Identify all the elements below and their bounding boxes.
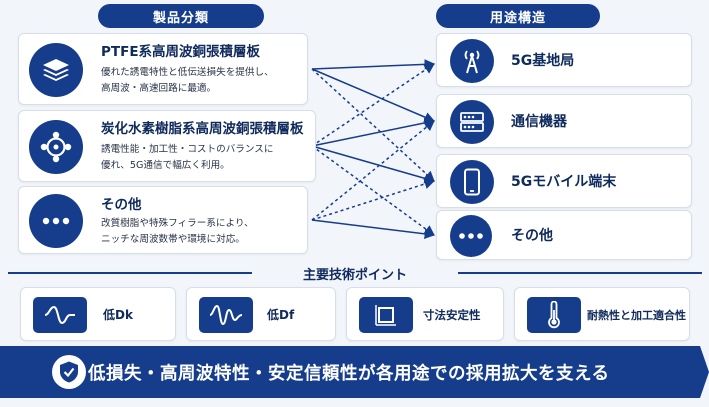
more-icon [29,194,83,248]
product-card-ptfe: PTFE系高周波銅張積層板 優れた誘電特性と低伝送損失を提供し、 高周波・高速回… [18,33,308,105]
key-point-label: 低Df [267,308,295,322]
connector-arrow [311,68,435,182]
key-point-low-dk: 低Dk [20,287,176,341]
thermometer-icon [527,297,581,333]
connector-arrow [311,59,436,70]
connector-arrow [311,178,436,221]
antenna-tower-icon [450,39,494,83]
connector-arrow [311,120,435,221]
molecule-icon [29,120,83,174]
dampened-wave-icon [199,297,253,333]
connector-arrow [311,117,436,147]
key-points-header: 主要技術ポイント [302,268,407,283]
divider-right [458,272,702,274]
key-point-dimensional-stability: 寸法安定性 [346,287,504,341]
product-desc-line2: 優れ、5G通信で幅広く利用。 [101,160,230,171]
connector-arrow [311,68,435,123]
products-header: 製品分類 [98,4,264,28]
wave-icon [33,297,87,333]
product-title: その他 [101,197,142,213]
layers-icon [29,43,83,97]
product-desc-line1: 優れた誘電特性と低伝送損失を提供し、 [101,67,274,78]
product-title: PTFE系高周波銅張積層板 [101,44,261,60]
key-point-low-df: 低Df [186,287,336,341]
key-point-label: 低Dk [103,308,133,322]
summary-banner-text: 低損失・高周波特性・安定信頼性が各用途での採用拡大を支える [88,364,610,384]
product-card-hydrocarbon: 炭化水素樹脂系高周波銅張積層板 誘電性能・加工性・コストのバランスに 優れ、5G… [18,110,316,182]
shield-check-icon [52,355,86,389]
smartphone-icon [450,160,494,204]
key-point-label: 寸法安定性 [423,308,481,322]
server-icon [450,100,494,144]
application-label: 通信機器 [511,114,567,130]
app-card-comm-equipment: 通信機器 [436,94,692,148]
application-label: 5G基地局 [511,53,575,69]
app-card-other: その他 [436,210,692,260]
app-card-mobile-terminal: 5Gモバイル端末 [436,154,692,208]
application-label: 5Gモバイル端末 [511,174,617,190]
more-icon [450,215,492,257]
connector-arrow [311,219,436,240]
dimension-frame-icon [359,297,413,333]
app-card-base-station: 5G基地局 [436,33,692,87]
connector-arrow [311,63,435,147]
connector-arrow [311,145,435,236]
product-desc-line2: 高周波・高速回路に最適。 [101,83,217,94]
application-label: その他 [511,228,553,244]
product-title: 炭化水素樹脂系高周波銅張積層板 [101,121,304,137]
product-card-other: その他 改質樹脂や特殊フィラー系により、 ニッチな周波数帯や環境に対応。 [18,186,308,254]
applications-header: 用途構造 [436,4,600,28]
product-desc-line1: 改質樹脂や特殊フィラー系により、 [101,218,254,229]
product-desc-line2: ニッチな周波数帯や環境に対応。 [101,234,245,245]
key-point-heat-resistance: 耐熱性と加工適合性 [514,287,690,341]
summary-banner: 低損失・高周波特性・安定信頼性が各用途での採用拡大を支える [0,346,709,398]
product-desc-line1: 誘電性能・加工性・コストのバランスに [101,144,274,155]
connector-arrow [311,145,436,184]
key-point-label: 耐熱性と加工適合性 [587,309,686,322]
divider-left [8,272,252,274]
